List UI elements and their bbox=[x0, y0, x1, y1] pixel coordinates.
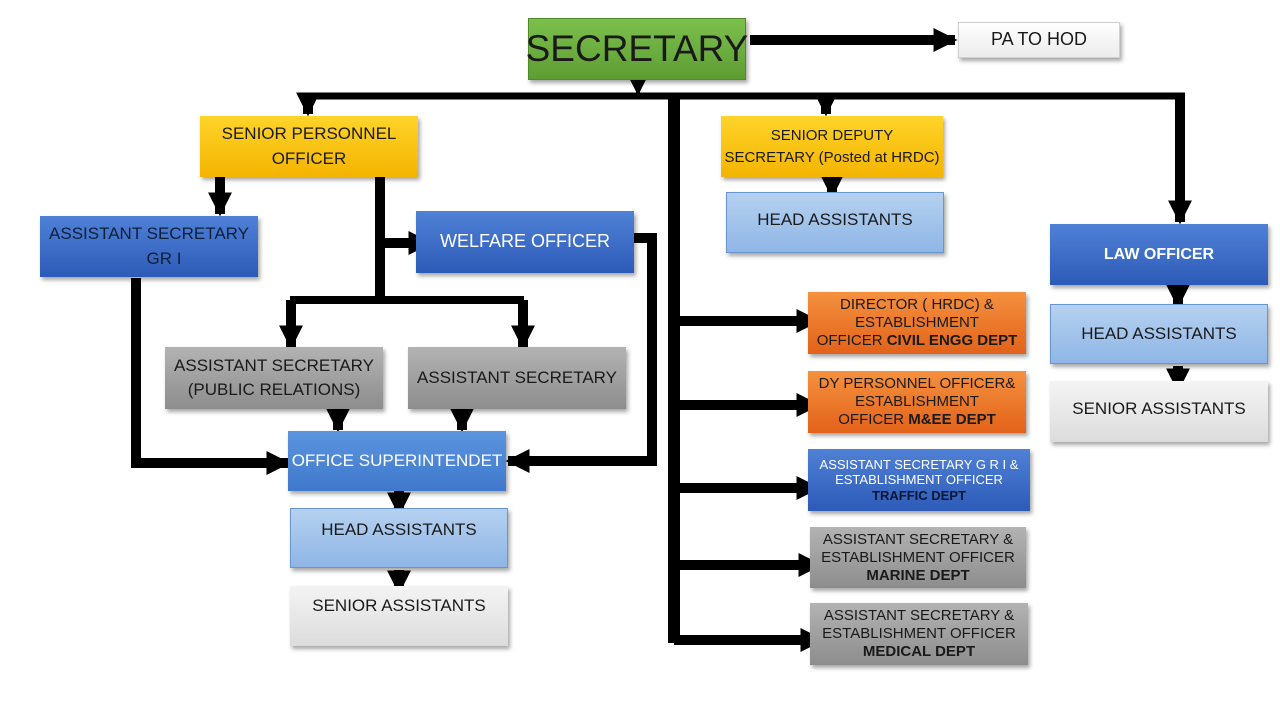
pa-to-hod-box: PA TO HOD bbox=[958, 22, 1120, 58]
senior-assistants-left-box: SENIOR ASSISTANTS bbox=[290, 586, 508, 646]
director-label-line1: DIRECTOR ( HRDC) & bbox=[840, 296, 994, 313]
head-assistants-left-label: HEAD ASSISTANTS bbox=[321, 520, 477, 539]
director-label-line3: OFFICER CIVIL ENGG DEPT bbox=[817, 332, 1018, 350]
director-hrdc-box: DIRECTOR ( HRDC) & ESTABLISHMENT OFFICER… bbox=[808, 292, 1026, 354]
spo-label-line2: OFFICER bbox=[271, 148, 347, 168]
senior-assistants-right-label: SENIOR ASSISTANTS bbox=[1072, 399, 1246, 418]
dypo-label-line3a: OFFICER bbox=[838, 411, 909, 428]
head-assistants-right-label: HEAD ASSISTANTS bbox=[1081, 323, 1237, 343]
welfare-officer-box: WELFARE OFFICER bbox=[416, 211, 634, 273]
asst-sec-marine-box: ASSISTANT SECRETARY & ESTABLISHMENT OFFI… bbox=[810, 527, 1026, 588]
dypo-label-line3: OFFICER M&EE DEPT bbox=[838, 411, 996, 429]
senior-personnel-officer-box: SENIOR PERSONNEL OFFICER bbox=[200, 116, 418, 177]
medical-label-dept: MEDICAL DEPT bbox=[862, 643, 976, 660]
senior-assistants-left-label: SENIOR ASSISTANTS bbox=[312, 596, 486, 615]
asgr1-label-line1: ASSISTANT SECRETARY bbox=[49, 224, 249, 244]
head-assistants-right-box: HEAD ASSISTANTS bbox=[1050, 304, 1268, 364]
head-assistants-mid-label: HEAD ASSISTANTS bbox=[757, 210, 913, 229]
marine-label-dept: MARINE DEPT bbox=[866, 566, 970, 584]
sds-label-line2: SECRETARY (Posted at HRDC) bbox=[724, 148, 940, 166]
asgr1-to-os bbox=[131, 278, 291, 476]
asst-sec-medical-box: ASSISTANT SECRETARY & ESTABLISHMENT OFFI… bbox=[810, 603, 1028, 665]
senior-assistants-right-box: SENIOR ASSISTANTS bbox=[1050, 381, 1268, 442]
director-label-line3a: OFFICER bbox=[816, 332, 887, 349]
asst-sec-traffic-box: ASSISTANT SECRETARY G R I & ESTABLISHMEN… bbox=[808, 449, 1030, 511]
aspr-label-line2: (PUBLIC RELATIONS) bbox=[187, 380, 361, 399]
spo-label-line1: SENIOR PERSONNEL bbox=[221, 124, 397, 144]
marine-label-line2: ESTABLISHMENT OFFICER bbox=[821, 548, 1015, 566]
director-label-line2: ESTABLISHMENT bbox=[855, 314, 979, 331]
welfare-officer-label: WELFARE OFFICER bbox=[439, 231, 610, 252]
medical-label-line2: ESTABLISHMENT OFFICER bbox=[822, 625, 1016, 642]
dy-personnel-officer-box: DY PERSONNEL OFFICER& ESTABLISHMENT OFFI… bbox=[808, 371, 1026, 433]
traffic-label-dept: TRAFFIC DEPT bbox=[872, 487, 966, 503]
head-assistants-left-box: HEAD ASSISTANTS bbox=[290, 508, 508, 568]
office-superintendent-box: OFFICE SUPERINTENDET bbox=[288, 431, 506, 491]
head-assistants-mid-box: HEAD ASSISTANTS bbox=[726, 192, 944, 253]
marine-label-line1: ASSISTANT SECRETARY & bbox=[822, 530, 1014, 548]
dypo-label-line1: DY PERSONNEL OFFICER& bbox=[818, 375, 1016, 392]
assistant-secretary-box: ASSISTANT SECRETARY bbox=[408, 347, 626, 409]
dypo-label-dept: M&EE DEPT bbox=[908, 411, 996, 428]
secretary-box: SECRETARY bbox=[525, 18, 749, 80]
pa-to-hod-label: PA TO HOD bbox=[990, 29, 1088, 50]
assistant-secretary-pr-box: ASSISTANT SECRETARY (PUBLIC RELATIONS) bbox=[165, 347, 383, 409]
director-label-dept: CIVIL ENGG DEPT bbox=[886, 332, 1018, 349]
law-officer-label: LAW OFFICER bbox=[1103, 245, 1215, 263]
law-officer-box: LAW OFFICER bbox=[1050, 224, 1268, 285]
medical-label-line1: ASSISTANT SECRETARY & bbox=[823, 607, 1015, 624]
assistant-secretary-gr1-box: ASSISTANT SECRETARY GR I bbox=[40, 216, 258, 277]
welfare-to-os bbox=[505, 233, 657, 474]
secretary-label: SECRETARY bbox=[525, 27, 749, 69]
sds-label-line1: SENIOR DEPUTY bbox=[770, 126, 894, 144]
traffic-label-line2: ESTABLISHMENT OFFICER bbox=[835, 472, 1003, 488]
assistant-secretary-label: ASSISTANT SECRETARY bbox=[417, 367, 617, 387]
asgr1-label-line2: GR I bbox=[146, 248, 182, 268]
office-superintendent-label: OFFICE SUPERINTENDET bbox=[291, 450, 503, 470]
aspr-label-line1: ASSISTANT SECRETARY bbox=[174, 355, 374, 375]
senior-deputy-secretary-box: SENIOR DEPUTY SECRETARY (Posted at HRDC) bbox=[721, 116, 943, 177]
dypo-label-line2: ESTABLISHMENT bbox=[855, 393, 979, 410]
traffic-label-line1: ASSISTANT SECRETARY G R I & bbox=[819, 456, 1019, 472]
